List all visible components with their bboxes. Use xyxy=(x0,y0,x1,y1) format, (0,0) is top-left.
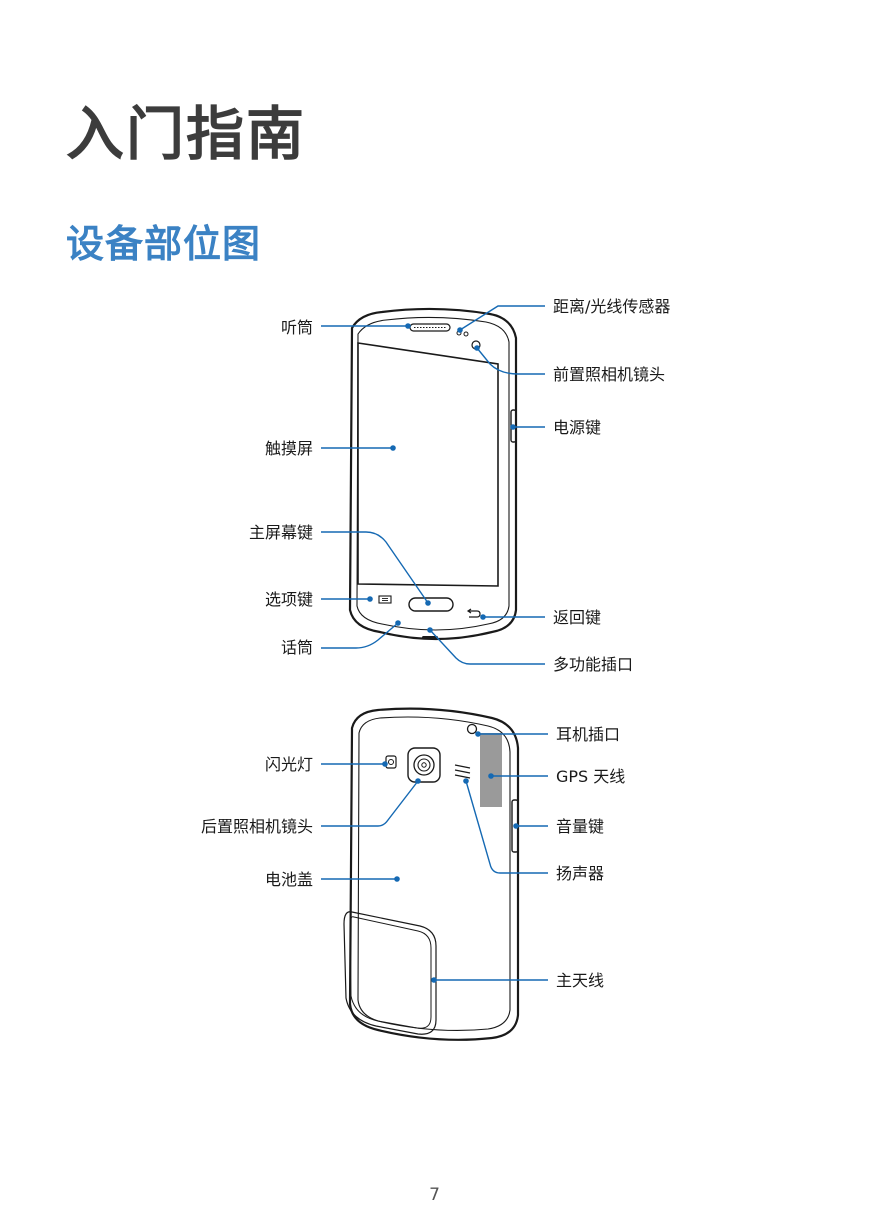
label-menu-key: 选项键 xyxy=(265,590,313,609)
label-touchscreen: 触摸屏 xyxy=(265,439,313,458)
main-antenna-area xyxy=(343,911,437,1035)
home-key-shape xyxy=(408,597,454,612)
rear-camera-housing xyxy=(407,747,441,783)
page-number: 7 xyxy=(429,1185,440,1205)
label-flash: 闪光灯 xyxy=(265,755,313,774)
label-speaker: 扬声器 xyxy=(556,864,604,883)
speaker-grille xyxy=(454,764,471,779)
label-power-key: 电源键 xyxy=(553,418,601,437)
phone-back xyxy=(343,707,520,1041)
label-headset-jack: 耳机插口 xyxy=(556,725,620,744)
menu-key-shape xyxy=(378,595,392,604)
label-volume-key: 音量键 xyxy=(556,817,604,836)
phone-back-body xyxy=(348,707,520,1041)
label-microphone: 话筒 xyxy=(281,638,313,657)
phone-front-body xyxy=(348,307,518,641)
label-multipurpose-jack: 多功能插口 xyxy=(553,655,633,674)
phone-front xyxy=(348,307,518,641)
rear-camera-lens xyxy=(413,754,435,776)
back-arrow-icon xyxy=(466,608,481,618)
label-earpiece: 听筒 xyxy=(281,318,313,337)
label-main-antenna: 主天线 xyxy=(556,971,604,990)
chapter-title: 入门指南 xyxy=(66,100,307,168)
front-leaders xyxy=(321,305,545,665)
flash-shape xyxy=(385,755,397,769)
multipurpose-jack-shape xyxy=(422,636,438,639)
label-proximity-sensor: 距离/光线传感器 xyxy=(553,297,670,316)
label-front-camera: 前置照相机镜头 xyxy=(553,365,665,384)
back-leaders xyxy=(321,731,548,983)
label-rear-camera: 后置照相机镜头 xyxy=(201,817,313,836)
phone-front-bezel xyxy=(356,316,510,631)
headset-jack-shape xyxy=(466,723,478,735)
label-gps-antenna: GPS 天线 xyxy=(556,767,625,786)
touchscreen xyxy=(357,342,499,587)
label-back-key: 返回键 xyxy=(553,608,601,627)
label-home-key: 主屏幕键 xyxy=(249,523,313,542)
gps-antenna-area xyxy=(480,733,502,807)
section-title: 设备部位图 xyxy=(66,222,262,266)
label-battery-cover: 电池盖 xyxy=(265,870,313,889)
proximity-sensor-dot xyxy=(463,331,469,337)
